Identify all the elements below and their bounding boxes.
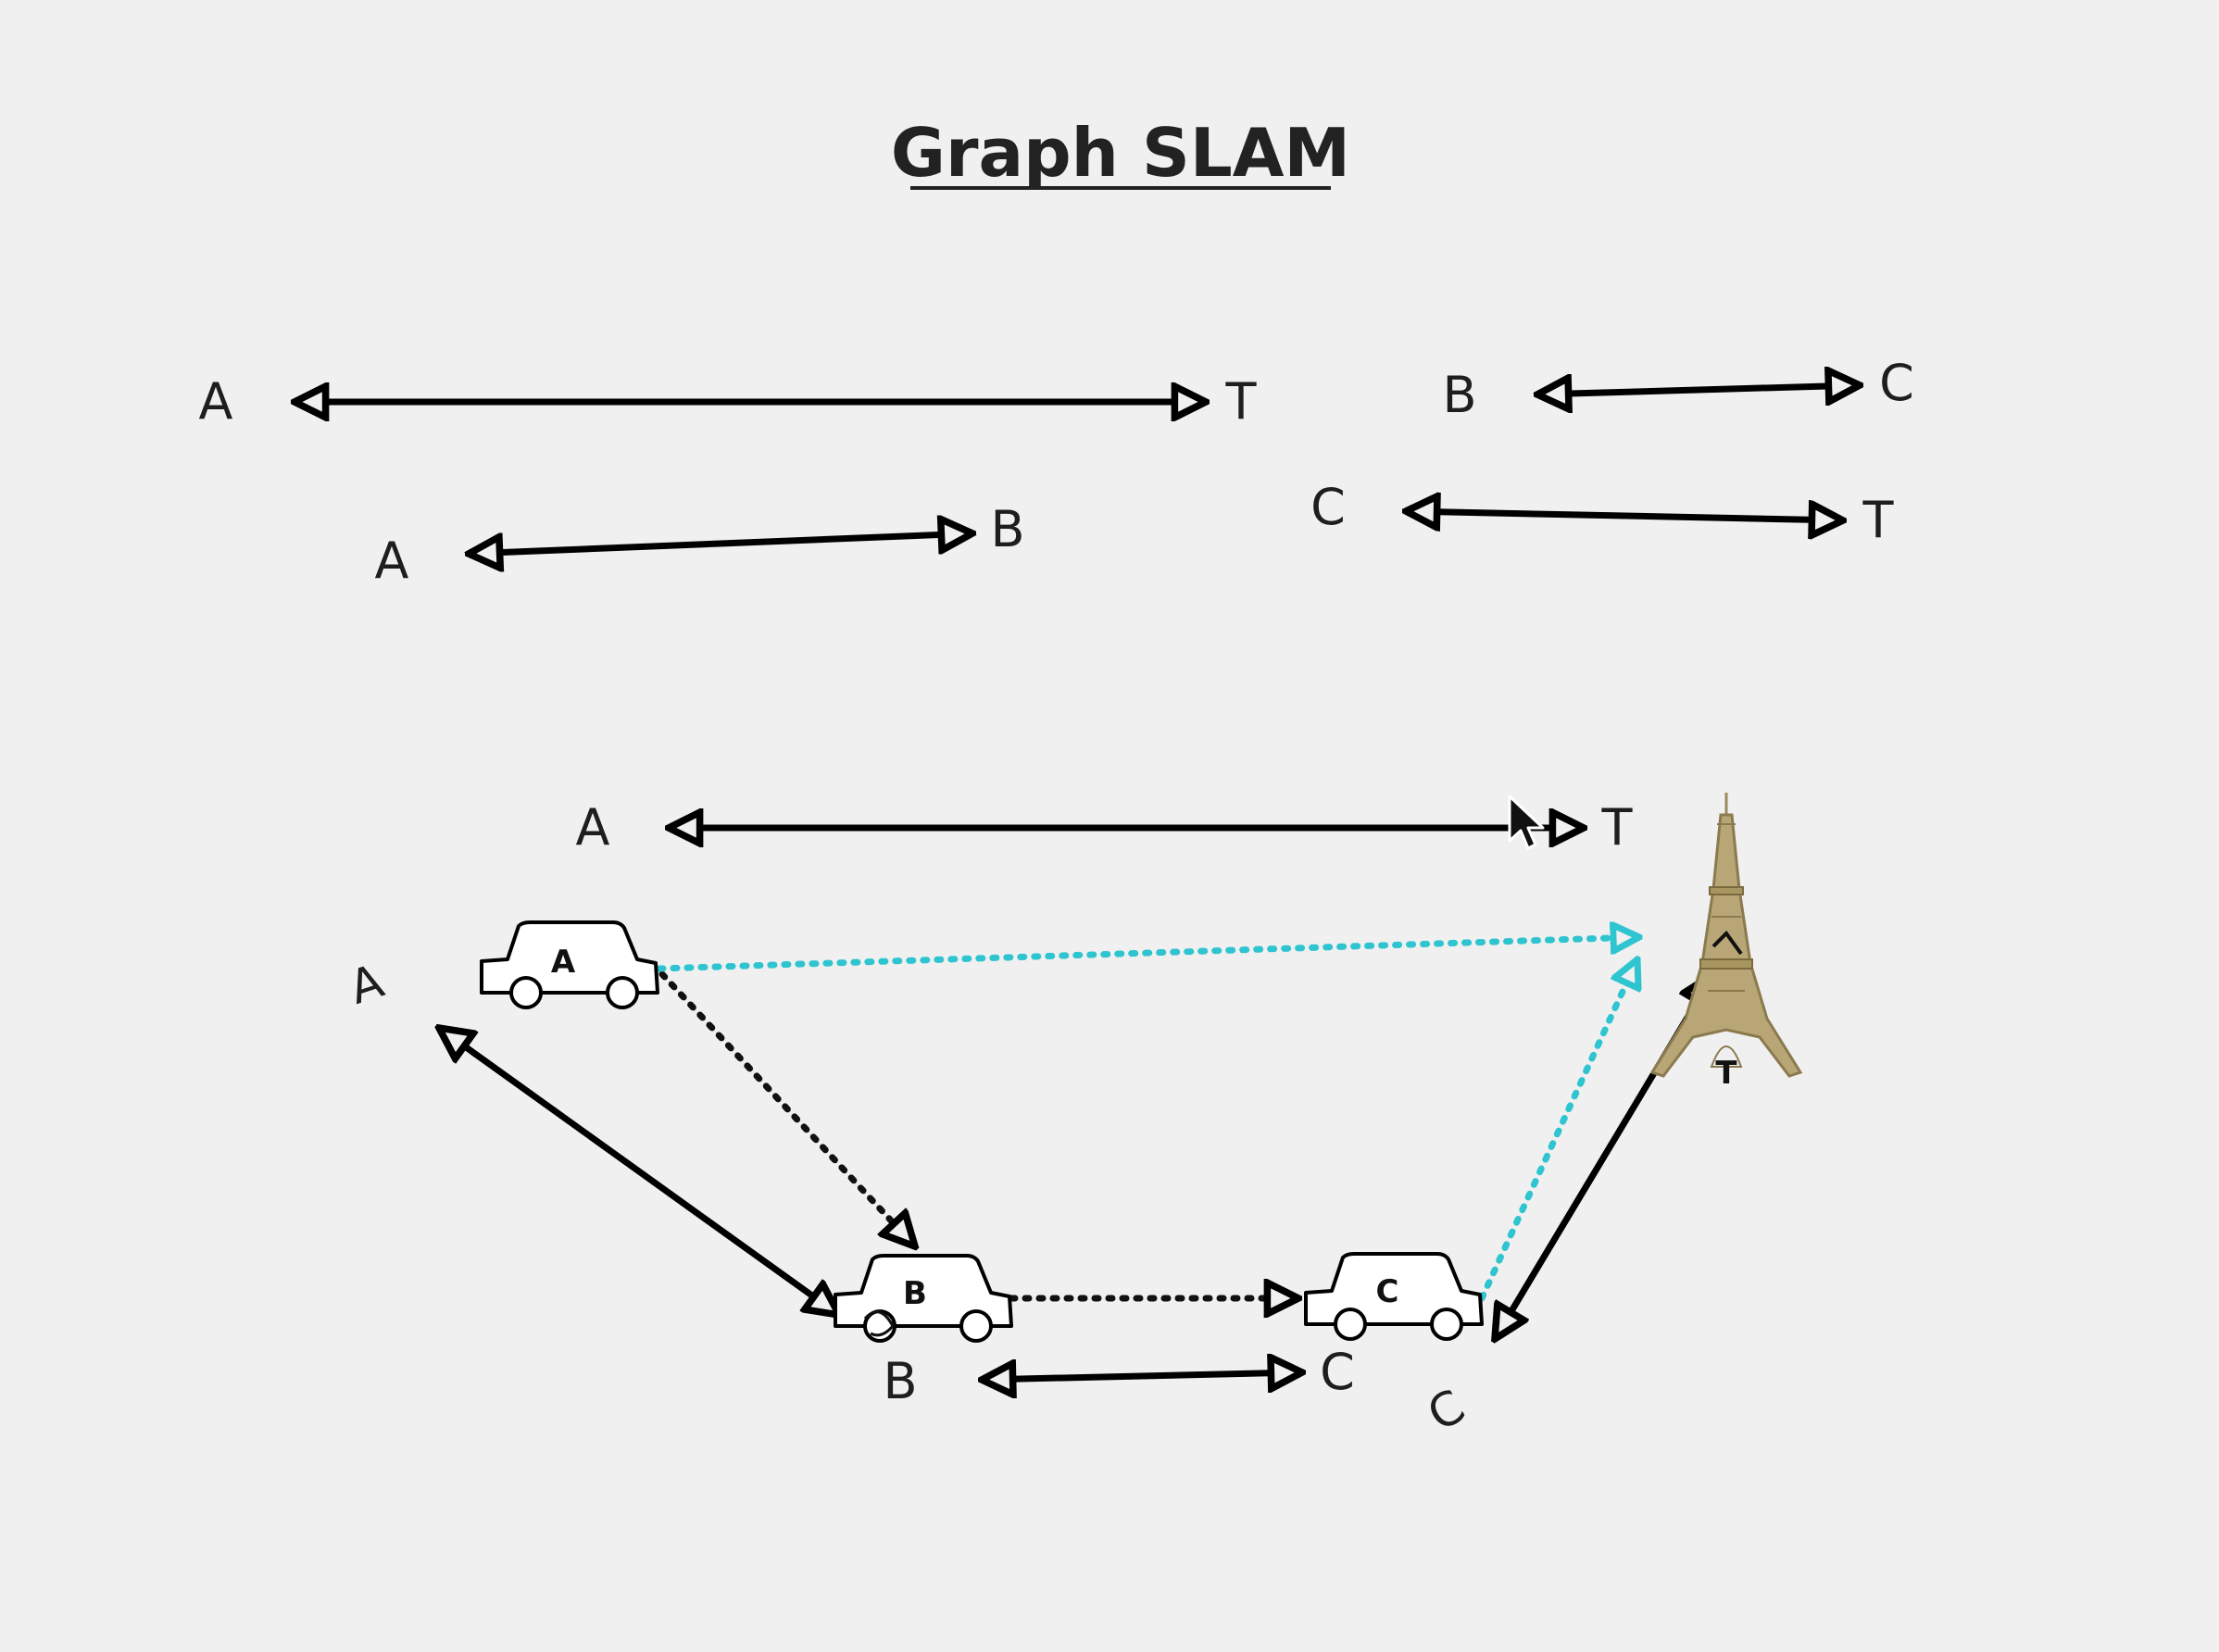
page-title: Graph SLAM — [891, 114, 1350, 192]
car-c: C — [1304, 1252, 1484, 1341]
car-label: C — [1376, 1273, 1399, 1310]
car-label: B — [903, 1275, 927, 1312]
edge-label-to: C — [1879, 354, 1914, 412]
edge-label-from: A — [199, 372, 233, 431]
edge-a-t: A T — [199, 372, 1258, 431]
handwritten-label-a: A — [343, 954, 389, 1015]
edge-label-to: T — [1225, 372, 1258, 431]
handwritten-mark — [1711, 930, 1743, 956]
double-arrow — [1537, 385, 1860, 394]
graph-edge-b-c — [982, 1372, 1302, 1380]
constraint-edge-a-b — [439, 1028, 839, 1315]
edge-label-from: A — [375, 532, 409, 590]
double-arrow — [469, 533, 972, 554]
node-label-c: C — [1320, 1343, 1355, 1401]
edge-label-to: B — [990, 500, 1024, 558]
handwritten-label-c: C — [1419, 1379, 1473, 1442]
handwritten-mark — [863, 1310, 895, 1337]
landmark-label: T — [1715, 1055, 1737, 1092]
handwritten-label-b: B — [863, 1310, 918, 1410]
observation-edge-a-t — [656, 937, 1639, 972]
edge-c-t: C T — [1310, 478, 1894, 549]
double-arrow — [982, 1372, 1302, 1380]
mouse-pointer-icon — [1508, 795, 1545, 850]
edge-label-from: B — [1442, 366, 1476, 424]
observation-edge-c-t — [1478, 959, 1637, 1302]
double-arrow — [1406, 511, 1843, 520]
car-b: B — [834, 1254, 1013, 1343]
graph-edge-a-t: A T — [576, 798, 1634, 857]
car-a: A — [480, 920, 659, 1009]
edge-label-from: C — [1310, 478, 1346, 536]
edge-label-to: T — [1862, 491, 1895, 549]
eiffel-tower-icon: T — [1649, 793, 1803, 1092]
odometry-edge-a-b — [658, 970, 915, 1246]
edge-b-c: B C — [1442, 354, 1913, 424]
car-label: A — [551, 944, 576, 981]
edge-a-b: A B — [375, 500, 1025, 590]
edge-label-to: T — [1601, 798, 1634, 857]
node-label-b: B — [883, 1352, 917, 1410]
edge-label-from: A — [576, 798, 610, 857]
